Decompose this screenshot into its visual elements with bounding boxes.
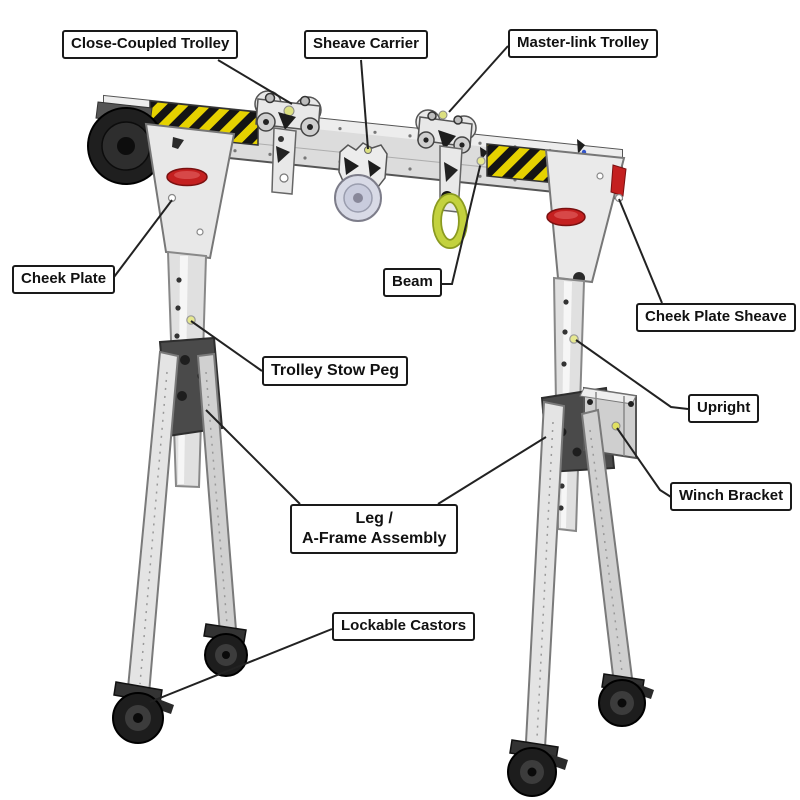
leader-leg-left xyxy=(205,409,301,505)
label-master-link-trolley: Master-link Trolley xyxy=(508,29,658,58)
label-cheek-plate: Cheek Plate xyxy=(12,265,116,294)
label-winch-bracket: Winch Bracket xyxy=(670,482,793,511)
leader-sheave-carrier xyxy=(360,59,369,150)
label-leg-aframe-assembly: Leg / A-Frame Assembly xyxy=(290,504,459,554)
caster-rear-left xyxy=(203,623,248,677)
label-cheek-plate-sheave: Cheek Plate Sheave xyxy=(636,303,796,332)
right-cheek-plate xyxy=(544,148,627,308)
caster-front-right xyxy=(507,739,568,797)
leader-close-coupled-trolley xyxy=(217,59,293,105)
leader-winch-bracket xyxy=(616,427,672,498)
close-coupled-trolley xyxy=(254,90,322,195)
right-stow-peg xyxy=(569,334,579,344)
label-lockable-castors: Lockable Castors xyxy=(332,612,476,641)
right-red-clip xyxy=(610,164,627,197)
caster-front-left xyxy=(112,681,174,744)
leader-leg-right xyxy=(437,436,547,505)
caster-rear-right xyxy=(598,673,654,727)
sheave-carrier xyxy=(334,142,388,222)
label-leg-aframe-line1: Leg / xyxy=(355,510,393,527)
leader-lockable-castors xyxy=(149,628,333,703)
label-beam: Beam xyxy=(383,268,442,297)
label-upright: Upright xyxy=(688,394,760,423)
leader-cheek-plate xyxy=(110,199,173,282)
master-link xyxy=(432,193,468,249)
beam-transport-wheel xyxy=(87,101,165,185)
left-rear-leg xyxy=(196,352,238,636)
leader-trolley-stow-peg xyxy=(190,320,263,372)
label-leg-aframe-line2: A-Frame Assembly xyxy=(302,530,447,547)
left-cheek-plate xyxy=(144,122,236,260)
label-sheave-carrier: Sheave Carrier xyxy=(304,30,428,59)
right-front-leg xyxy=(524,400,566,750)
left-front-leg xyxy=(126,350,180,696)
label-trolley-stow-peg: Trolley Stow Peg xyxy=(262,356,409,386)
leader-upright xyxy=(575,339,689,410)
leader-cheek-plate-sheave xyxy=(618,198,663,304)
leader-master-link-trolley xyxy=(448,45,509,113)
label-close-coupled-trolley: Close-Coupled Trolley xyxy=(62,30,239,59)
